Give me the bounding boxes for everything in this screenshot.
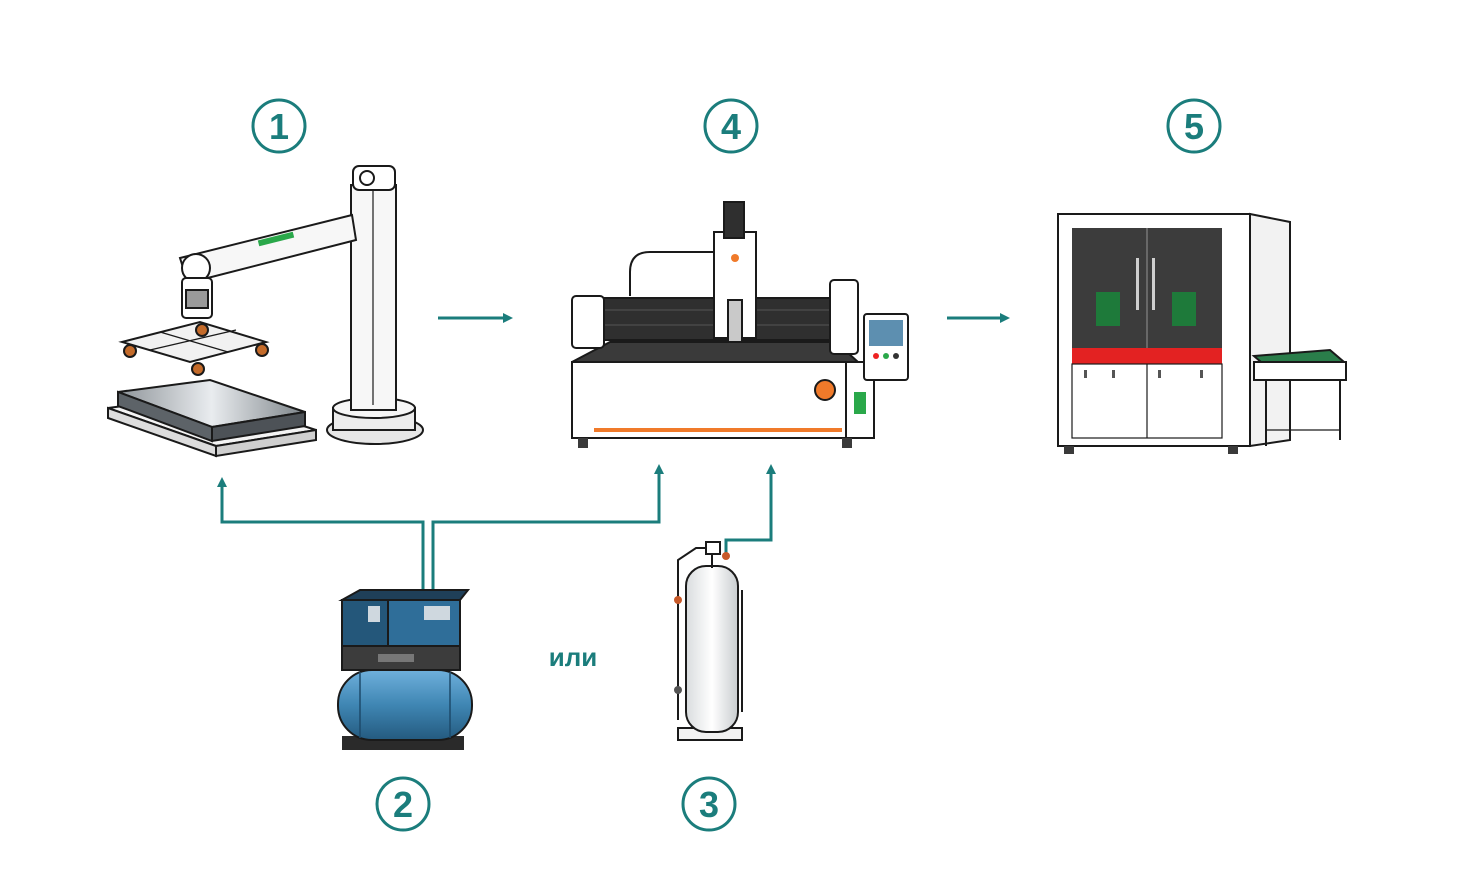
flow-arrow-compressor-to-laser bbox=[431, 464, 664, 590]
flow-arrow-gas-to-laser bbox=[724, 464, 776, 556]
step-5-number: 5 bbox=[1184, 106, 1204, 147]
step-3-badge: 3 bbox=[681, 776, 737, 832]
or-label: или bbox=[549, 642, 597, 672]
step-2-number: 2 bbox=[393, 784, 413, 825]
sheet-loader-crane-icon bbox=[107, 165, 424, 458]
step-1-number: 1 bbox=[269, 106, 289, 147]
laser-cutter-icon bbox=[571, 201, 909, 448]
step-5-badge: 5 bbox=[1166, 98, 1222, 154]
step-4-badge: 4 bbox=[703, 98, 759, 154]
gas-cylinder-icon bbox=[674, 541, 743, 741]
flow-arrow-compressor-to-loader bbox=[217, 477, 425, 590]
step-3-number: 3 bbox=[699, 784, 719, 825]
air-compressor-icon bbox=[337, 589, 473, 750]
step-2-badge: 2 bbox=[375, 776, 431, 832]
step-1-badge: 1 bbox=[251, 98, 307, 154]
enclosed-machine-icon bbox=[1057, 212, 1347, 454]
step-4-number: 4 bbox=[721, 106, 741, 147]
